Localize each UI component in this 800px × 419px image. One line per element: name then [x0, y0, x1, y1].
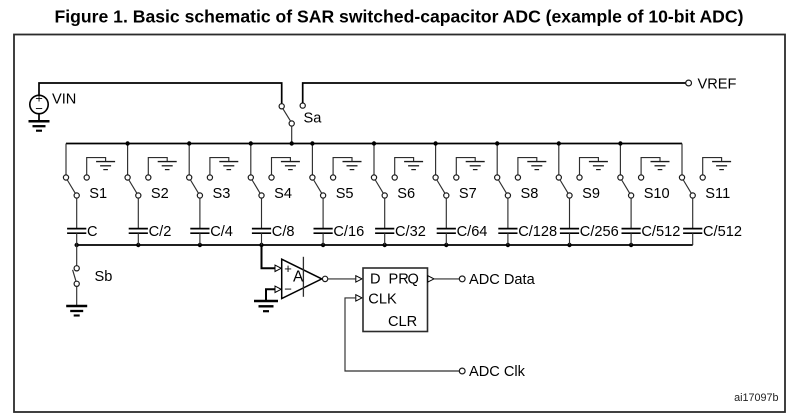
cap-label: C/2 [149, 224, 172, 240]
cell-s8: S8C/128 [494, 141, 557, 248]
vref-terminal: VREF [301, 76, 737, 103]
comparator: + − A [254, 245, 356, 313]
comparator-ground-icon [254, 299, 278, 313]
vref-label: VREF [698, 76, 737, 92]
comparator-minus-sign: − [284, 282, 292, 297]
cap-label: C/512 [641, 224, 680, 240]
sb-ground-icon [66, 304, 88, 317]
switch-label-s4: S4 [274, 186, 292, 202]
switch-label-s7: S7 [459, 186, 477, 202]
sar-flipflop: D PR Q CLK CLR [355, 267, 436, 333]
vin-plus-sign: + [35, 91, 43, 106]
sa-switch-label: Sa [304, 111, 323, 127]
cap-label: C/16 [333, 224, 364, 240]
adc-clk-terminal: ADC Clk [344, 297, 526, 380]
cap-label: C [87, 224, 98, 240]
comparator-plus-input-arrow [274, 264, 283, 273]
switch-label-s6: S6 [397, 186, 415, 202]
cell-s6: S6C/32 [370, 141, 426, 248]
switch-label-s10: S10 [644, 186, 670, 202]
switch-label-s11: S11 [705, 186, 730, 202]
ff-q-output-arrow [427, 274, 436, 283]
figure-border [13, 33, 786, 413]
ff-clk-label: CLK [368, 292, 397, 308]
cap-label: C/256 [580, 224, 619, 240]
switch-label-s8: S8 [521, 186, 539, 202]
switch-label-s2: S2 [151, 186, 169, 202]
cell-ground-icon [404, 160, 424, 171]
cap-label: C/128 [518, 224, 557, 240]
figure-title: Figure 1. Basic schematic of SAR switche… [55, 7, 744, 27]
cell-s1: S1C [62, 143, 116, 248]
switch-label-s5: S5 [336, 186, 354, 202]
comparator-plus-sign: + [284, 261, 292, 276]
cell-s7: S7C/64 [432, 141, 488, 248]
ff-q-label: Q [408, 271, 419, 287]
figure-watermark: ai17097b [734, 392, 778, 404]
cell-s4: S4C/8 [247, 141, 300, 248]
switch-label-s9: S9 [582, 186, 600, 202]
cell-ground-icon [219, 160, 239, 171]
comparator-label: A [293, 269, 304, 286]
cell-ground-icon [280, 160, 300, 171]
cell-ground-icon [527, 160, 547, 171]
cap-label: C/64 [457, 224, 488, 240]
cell-ground-icon [712, 160, 732, 171]
vin-minus-sign: − [35, 101, 43, 116]
sb-switch-label: Sb [95, 269, 113, 285]
comparator-triangle [280, 257, 324, 300]
cell-ground-icon [96, 160, 116, 171]
ff-d-input-arrow [355, 274, 364, 283]
ff-pr-label: PR [389, 271, 409, 287]
cell-ground-icon [157, 160, 177, 171]
switch-label-s1: S1 [89, 186, 107, 202]
cell-s9: S9C/256 [555, 141, 619, 248]
vin-ground-icon [28, 119, 50, 132]
cap-label: C/32 [395, 224, 426, 240]
cap-label: C/8 [272, 224, 295, 240]
flipflop-box [362, 267, 429, 333]
cell-s5: S5C/16 [309, 141, 364, 248]
switch-label-s3: S3 [213, 186, 231, 202]
capacitor-array: S1CS2C/2S3C/4S4C/8S5C/16S6C/32S7C/64S8C/… [62, 141, 742, 248]
cell-ground-icon [465, 160, 485, 171]
sb-switch: Sb [66, 245, 113, 317]
ff-clk-input-arrow [355, 293, 364, 302]
vin-source: + − VIN [28, 82, 283, 132]
cell-ground-icon [342, 160, 362, 171]
cap-label: C/512 [703, 224, 742, 240]
cell-s2: S2C/2 [124, 141, 177, 248]
adc-data-terminal: ADC Data [434, 272, 536, 288]
ff-d-label: D [370, 271, 381, 287]
adc-data-label: ADC Data [469, 272, 536, 288]
vin-label: VIN [52, 91, 76, 107]
comparator-minus-input-arrow [274, 285, 283, 294]
cell-ground-icon [650, 160, 670, 171]
adc-clk-label: ADC Clk [469, 364, 526, 380]
cap-label: C/4 [210, 224, 233, 240]
sa-switch: Sa [278, 102, 323, 146]
ff-clr-label: CLR [388, 314, 417, 330]
cell-ground-icon [588, 160, 608, 171]
cell-s3: S3C/4 [185, 141, 239, 248]
